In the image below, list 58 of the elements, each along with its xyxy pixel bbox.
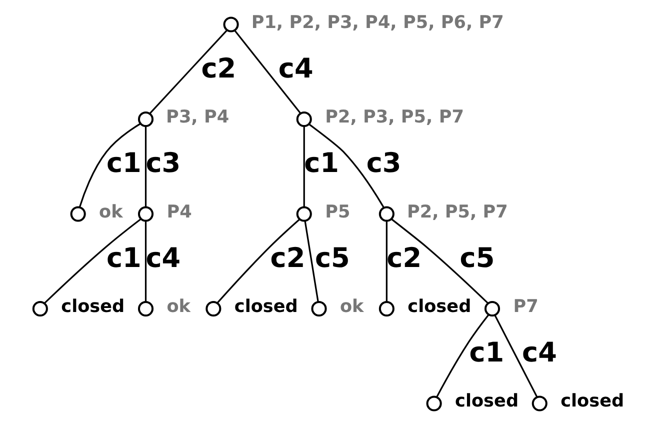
node-label: P4	[166, 202, 192, 222]
connector	[386, 220, 388, 302]
node-label: P2, P3, P5, P7	[325, 108, 464, 128]
connector	[436, 314, 490, 398]
node-label: P3, P4	[166, 108, 230, 128]
connector	[303, 126, 305, 207]
edge-label: c4	[278, 53, 314, 84]
node-circle	[138, 300, 154, 317]
node-circle	[296, 111, 312, 128]
edge-label: c3	[146, 148, 181, 180]
node-label: P1, P2, P3, P4, P5, P6, P7	[251, 12, 504, 33]
connector	[308, 124, 384, 208]
node-label: closed	[61, 296, 125, 317]
edge-label: c4	[146, 242, 181, 274]
node-circle	[223, 16, 239, 32]
node-circle	[138, 111, 154, 128]
node-circle	[311, 300, 327, 317]
node-label: P2, P5, P7	[406, 202, 508, 222]
edge-label: c2	[386, 242, 422, 274]
node-label: closed	[408, 296, 472, 317]
node-circle	[206, 300, 222, 317]
node-label: closed	[234, 296, 298, 317]
edge-label: c4	[522, 338, 557, 369]
node-circle	[484, 300, 500, 317]
node-circle	[426, 396, 442, 412]
node-circle	[138, 206, 154, 222]
node-circle	[296, 206, 312, 222]
connector	[78, 122, 141, 208]
edge-label: c1	[106, 148, 142, 180]
edge-label: c5	[460, 242, 495, 274]
edge-label: c3	[366, 148, 402, 180]
edge-label: c5	[314, 242, 350, 274]
edge-label: c1	[469, 338, 504, 369]
connector	[304, 220, 319, 302]
edge-label: c2	[201, 53, 236, 84]
connector	[391, 218, 488, 304]
connector	[149, 30, 228, 114]
connector	[144, 220, 147, 302]
edge-label: c1	[304, 148, 339, 180]
node-circle	[532, 396, 548, 412]
node-circle	[70, 206, 86, 222]
connector	[494, 314, 538, 398]
connector	[234, 30, 302, 114]
node-label: ok	[166, 296, 191, 317]
edge-label: c1	[106, 242, 142, 274]
node-label: closed	[455, 392, 519, 412]
node-label: ok	[340, 296, 364, 317]
node-circle	[32, 300, 48, 317]
node-label: P5	[325, 202, 350, 222]
connector	[216, 218, 300, 304]
node-label: P7	[513, 296, 538, 317]
node-label: ok	[99, 202, 123, 222]
node-label: closed	[560, 392, 624, 412]
connector	[44, 218, 142, 304]
edge-label: c2	[270, 242, 306, 274]
connector	[144, 126, 147, 207]
node-circle	[378, 300, 394, 317]
node-circle	[378, 206, 394, 222]
